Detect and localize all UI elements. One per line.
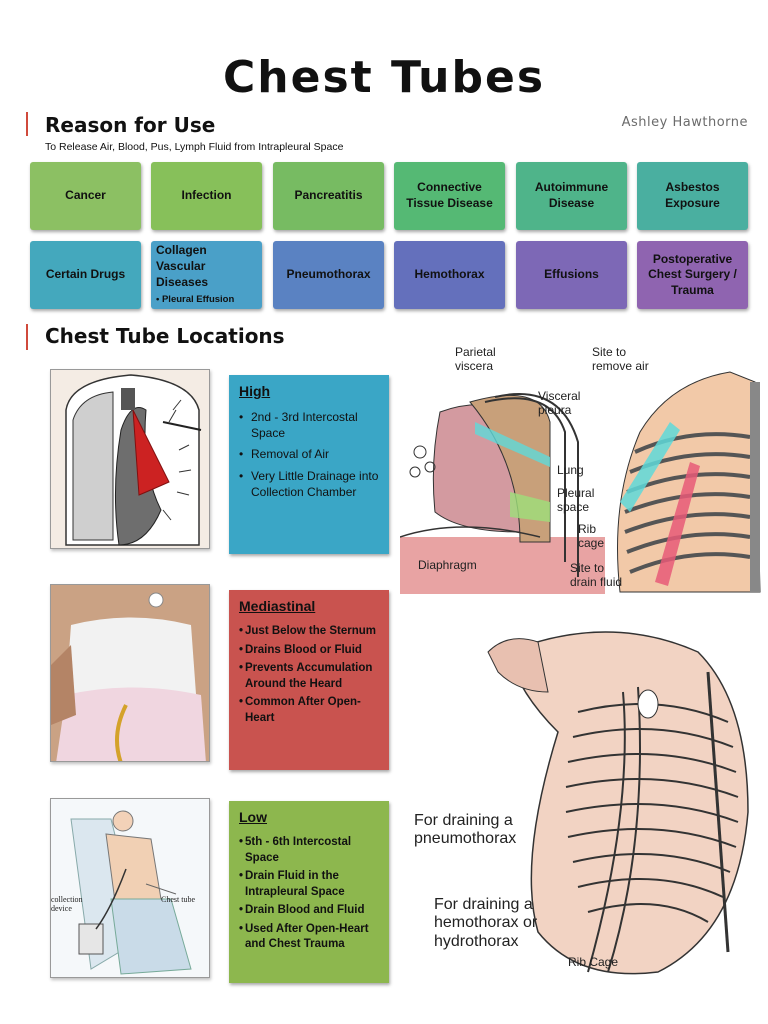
reason-tile: Connective Tissue Disease xyxy=(394,162,505,230)
pleura-diagram: Parietal viscera Visceral pleura Lung Pl… xyxy=(399,342,605,594)
list-item: 5th - 6th Intercostal Space xyxy=(239,835,379,866)
ribcage-side-diagram: Site to remove air Site to drain fluid xyxy=(570,342,768,594)
section-accent-bar xyxy=(26,112,28,136)
reason-tile: Postoperative Chest Surgery / Trauma xyxy=(637,241,748,309)
list-item: 2nd - 3rd Intercostal Space xyxy=(239,409,379,441)
label-rib-cage: Rib cage xyxy=(578,522,605,550)
panel-low: Low 5th - 6th Intercostal Space Drain Fl… xyxy=(229,801,389,983)
label-chest-tube: Chest tube xyxy=(161,895,195,904)
label-site-air: Site to remove air xyxy=(592,345,649,373)
label-rib-cage-2: Rib Cage xyxy=(568,955,619,969)
reason-tile: Hemothorax xyxy=(394,241,505,309)
list-item: Common After Open-Heart xyxy=(239,695,379,726)
page-title: Chest Tubes xyxy=(222,52,546,103)
reason-tile: Autoimmune Disease xyxy=(516,162,627,230)
list-item: Used After Open-Heart and Chest Trauma xyxy=(239,922,379,953)
panel-low-title: Low xyxy=(239,809,267,825)
author-name: Ashley Hawthorne xyxy=(621,115,748,130)
list-item: Drains Blood or Fluid xyxy=(239,643,379,659)
list-item: Just Below the Sternum xyxy=(239,624,379,640)
panel-high-title: High xyxy=(239,383,271,399)
reason-tile: Collagen Vascular Diseases • Pleural Eff… xyxy=(151,241,262,309)
reason-tile-sub: • Pleural Effusion xyxy=(156,294,235,306)
reason-tile: Cancer xyxy=(30,162,141,230)
list-item: Prevents Accumulation Around the Heard xyxy=(239,661,379,692)
section-heading-locations: Chest Tube Locations xyxy=(45,324,285,348)
reason-subtitle: To Release Air, Blood, Pus, Lymph Fluid … xyxy=(45,141,344,153)
label-site-fluid: Site to drain fluid xyxy=(570,561,623,589)
label-diaphragm: Diaphragm xyxy=(418,558,477,572)
panel-mediastinal-title: Mediastinal xyxy=(239,598,316,614)
reason-tile: Pancreatitis xyxy=(273,162,384,230)
panel-high: High 2nd - 3rd Intercostal Space Removal… xyxy=(229,375,389,554)
label-drain-hemo: For draining a hemothorax or hydrothorax xyxy=(434,896,538,950)
label-pleural-space: Pleural space xyxy=(557,486,595,514)
list-item: Drain Blood and Fluid xyxy=(239,903,379,919)
reason-tile: Infection xyxy=(151,162,262,230)
list-item: Drain Fluid in the Intrapleural Space xyxy=(239,869,379,900)
high-lung-diagram xyxy=(50,369,210,549)
label-visceral: Visceral pleura xyxy=(538,389,581,417)
label-lung: Lung xyxy=(557,463,584,477)
low-patient-illustration: collection device Chest tube xyxy=(50,798,210,978)
reason-tile: Pneumothorax xyxy=(273,241,384,309)
reason-tile: Certain Drugs xyxy=(30,241,141,309)
list-item: Very Little Drainage into Collection Cha… xyxy=(239,468,379,500)
ribcage-drain-diagram: For draining a pneumothorax For draining… xyxy=(408,612,763,982)
list-item: Removal of Air xyxy=(239,446,379,462)
section-heading-reason: Reason for Use xyxy=(45,113,216,137)
panel-mediastinal: Mediastinal Just Below the Sternum Drain… xyxy=(229,590,389,770)
reason-tile: Asbestos Exposure xyxy=(637,162,748,230)
reason-tile: Effusions xyxy=(516,241,627,309)
mediastinal-photo xyxy=(50,584,210,762)
label-drain-pneumo: For draining a pneumothorax xyxy=(414,812,517,848)
label-parietal: Parietal viscera xyxy=(455,345,496,373)
label-collection-device: collection device xyxy=(51,895,83,914)
section-accent-bar xyxy=(26,324,28,350)
